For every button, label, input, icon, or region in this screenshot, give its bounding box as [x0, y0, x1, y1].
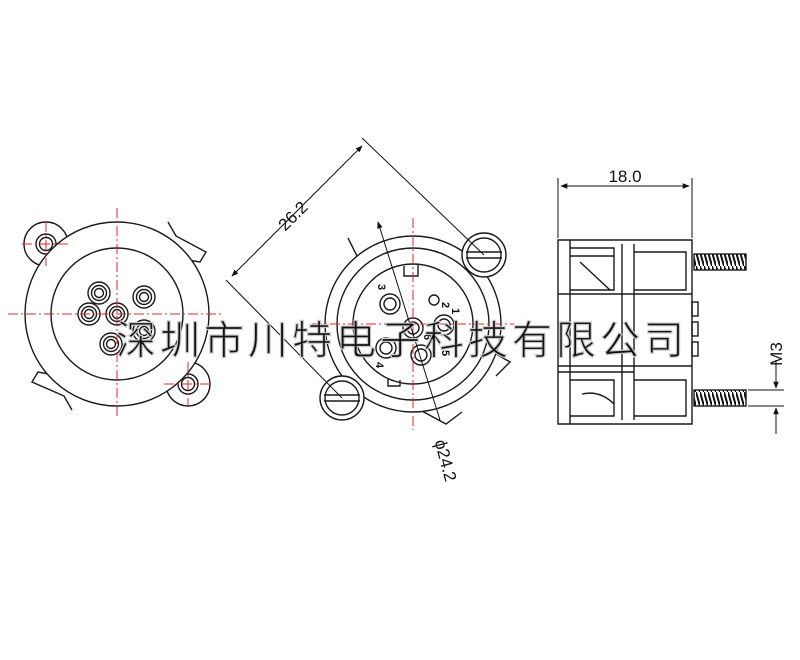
- dimension-depth: [557, 178, 693, 238]
- front-centerlines: [8, 208, 224, 418]
- pin-label-4: 4: [373, 362, 385, 369]
- dimension-diagonal: [225, 137, 485, 399]
- keyway-bottom: [387, 378, 401, 387]
- pin-label-3: 3: [375, 284, 387, 290]
- thread-stud-upper: [693, 253, 747, 271]
- side-housing: [557, 239, 693, 425]
- thread-stud-lower: [693, 389, 747, 407]
- dimension-thread: [748, 360, 784, 434]
- watermark-text: 深圳市川特电子科技有限公司: [116, 318, 688, 364]
- rear-centerlines: [312, 218, 514, 430]
- pin-label-1: 1: [449, 308, 461, 314]
- side-view: [557, 239, 747, 425]
- bracket-lower-left: [30, 371, 73, 411]
- pin-label-5: 5: [439, 350, 451, 356]
- pin-label-6: 6: [421, 334, 433, 340]
- rear-bracket-right: [495, 353, 512, 377]
- pin-label-2: 2: [439, 302, 451, 308]
- dimension-diagonal-label: 26.2: [275, 198, 312, 235]
- pin-numbers: 2 1 3 6 5 4: [373, 284, 461, 369]
- dimension-diameter-label: ϕ24.2: [431, 438, 460, 484]
- rear-bracket-bottom: [419, 409, 463, 425]
- keyway-top: [403, 264, 419, 277]
- dimension-depth-label: 18.0: [608, 167, 641, 186]
- dimension-thread-label: M3: [767, 342, 786, 366]
- dimension-diameter: [377, 221, 441, 421]
